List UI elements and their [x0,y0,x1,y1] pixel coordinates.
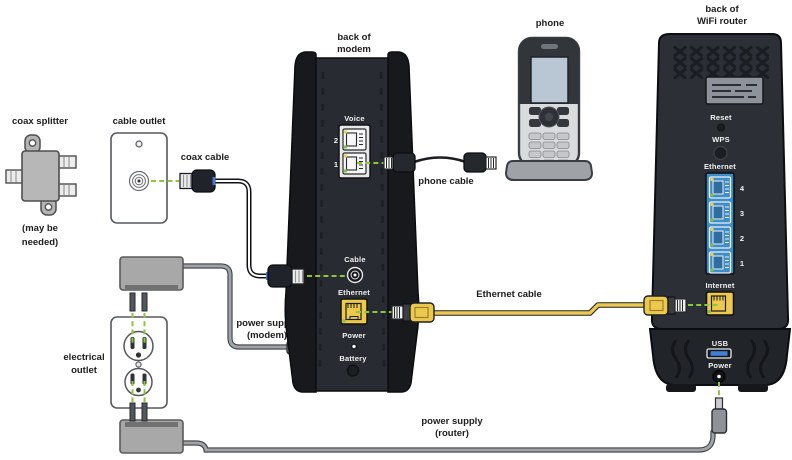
phone-label: phone [536,18,565,29]
modem-left-pillar [284,51,317,393]
router-ethernet-port-3 [708,201,732,224]
power-cable-router [181,430,715,452]
router-port4-number: 4 [740,184,745,193]
router-ethernet-label: Ethernet [704,162,736,171]
coax-splitter-label: coax splitter [12,116,68,127]
router-wps-label: WPS [712,135,730,144]
modem-ethernet-port [340,298,368,325]
coax-connector-modem-end [266,264,305,288]
splitter-output-port-1 [57,155,77,169]
modem-voice-port-2 [342,128,367,151]
router-port3-number: 3 [740,209,744,218]
phone-cable-connector-modem-end [383,152,416,173]
phone-cable-connector-phone-end [463,152,497,173]
router-vents-top [672,46,769,79]
phone: phone [504,18,594,181]
router-ethernet-port-2 [708,226,732,249]
power-supply-modem: power supply (modem) [119,256,350,355]
power-plug-router [711,408,728,434]
power-supply-router: power supply (router) [119,381,716,454]
cable-outlet-label: cable outlet [113,116,167,127]
coax-connector-outlet-end [179,169,216,193]
electrical-outlet-socket-bottom [124,367,153,397]
phone-cradle [504,160,594,181]
router-reset-button [717,123,725,132]
router-usb-port [706,348,732,359]
modem-cable-port [346,266,364,284]
modem: back of modem Voice 2 1 Cable [284,32,420,393]
router-reset-label: Reset [710,113,732,122]
coax-cable-label: coax cable [181,152,230,163]
splitter-note-line1: (may be [22,223,58,234]
router-port1-number: 1 [740,259,744,268]
modem-ethernet-label: Ethernet [338,288,370,297]
electrical-outlet-label-line1: electrical [63,352,104,363]
power-supply-router-label-line1: power supply [421,416,483,427]
power-prong [129,402,136,422]
power-supply-modem-label-line2: (modem) [247,330,287,341]
modem-body [301,57,403,392]
power-supply-modem-label-line1: power supply [236,318,298,329]
power-prong [129,292,136,312]
router-internet-label: Internet [705,281,734,290]
modem-label-line2: modem [337,44,371,55]
electrical-outlet-label-line2: outlet [71,365,98,376]
coax-cable: coax cable [179,152,346,288]
coax-splitter: coax splitter (may be needed) [5,116,77,248]
cable-outlet-coax-port [128,170,150,192]
power-prong [141,402,148,422]
modem-voice-port1-number: 1 [334,160,338,169]
phone-cable-label: phone cable [418,176,473,187]
cable-outlet: cable outlet [110,116,179,224]
ethernet-cable-label: Ethernet cable [476,289,541,300]
modem-right-pillar [387,51,420,393]
ethernet-cable: Ethernet cable [356,289,719,323]
modem-power-label: Power [342,331,366,340]
router-power-plug [711,382,728,434]
electrical-outlet-screw [135,361,142,368]
modem-battery-slot [346,364,360,377]
router-base-vents-right [746,339,769,379]
electrical-outlet-socket-top [123,330,154,362]
router-foot-right [738,384,768,392]
power-cable-modem [181,264,290,349]
electrical-outlet: electrical outlet [63,316,168,409]
router-base-vents-left [671,339,694,379]
router-label-line2: WiFi router [697,16,747,27]
modem-cable-label: Cable [344,255,365,264]
ethernet-connector-router-end [643,295,687,316]
splitter-output-port-2 [57,183,77,197]
modem-label-line1: back of [337,32,371,43]
phone-screen [530,56,569,104]
router-internet-port [705,291,735,316]
splitter-body [21,150,60,202]
power-prong [141,292,148,312]
router-usb-label: USB [712,339,729,348]
modem-power-jack [351,343,357,350]
router-wps-button [713,145,728,161]
router-label-line1: back of [705,4,739,15]
modem-voice-port2-number: 2 [334,136,338,145]
phone-cable: phone cable [357,152,497,187]
router-port2-number: 2 [740,234,744,243]
router-ethernet-port-4 [708,176,732,199]
modem-battery-label: Battery [339,354,367,363]
router-power-label: Power [708,361,732,370]
router-ethernet-port-1 [708,251,732,274]
modem-voice-port-1 [342,152,367,175]
wifi-router: back of WiFi router Reset WPS Ethernet [648,4,792,392]
ethernet-connector-modem-end [391,302,435,323]
power-supply-router-label-line2: (router) [435,428,469,439]
splitter-note-line2: needed) [22,237,58,248]
router-label-sticker [705,76,764,105]
phone-nav-buttons [529,106,569,128]
phone-earpiece [541,44,558,49]
cable-outlet-screw [135,140,143,148]
router-foot-left [666,384,696,392]
router-power-jack [712,369,726,384]
power-brick-router [119,419,184,454]
modem-voice-label: Voice [344,114,364,123]
